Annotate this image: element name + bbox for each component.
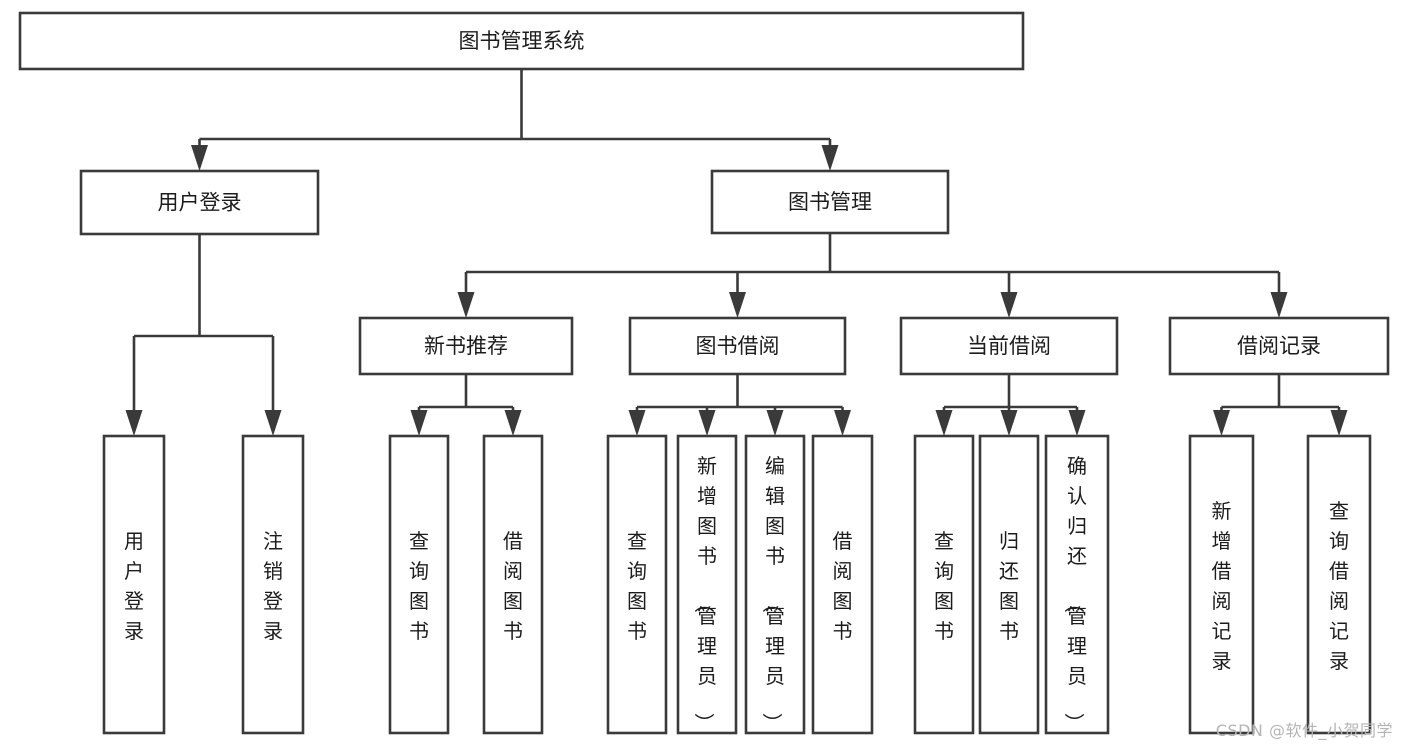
arrow-head-icon: [1000, 410, 1018, 436]
node-leaf-return-book[interactable]: 归还图书: [978, 434, 1040, 735]
node-leaf-add-record[interactable]: 新增借阅记录: [1188, 434, 1255, 735]
arrow-head-icon: [1000, 292, 1018, 318]
arrow-head-icon: [698, 410, 716, 436]
arrow-head-icon: [1270, 292, 1288, 318]
node-box[interactable]: [811, 434, 874, 735]
node-label: 确认归还（管理员）: [1062, 454, 1087, 733]
arrow-head-icon: [766, 410, 784, 436]
node-box[interactable]: [388, 434, 450, 735]
node-user-login[interactable]: 用户登录: [79, 169, 320, 236]
node-label: 新增借阅记录: [1212, 499, 1232, 673]
node-leaf-query-record[interactable]: 查询借阅记录: [1306, 434, 1372, 735]
node-new-book-rec[interactable]: 新书推荐: [358, 316, 574, 376]
arrow-head-icon: [264, 410, 282, 436]
node-label: 用户登录: [124, 529, 144, 643]
node-box[interactable]: [899, 316, 1119, 376]
node-book-manage[interactable]: 图书管理: [710, 169, 950, 235]
node-label: 注销登录: [263, 529, 283, 643]
arrow-head-icon: [821, 145, 839, 171]
node-leaf-add-book[interactable]: 新增图书（管理员）: [676, 434, 738, 735]
node-book-borrow[interactable]: 图书借阅: [628, 316, 847, 376]
node-leaf-query-book-2[interactable]: 查询图书: [606, 434, 668, 735]
arrow-head-icon: [935, 410, 953, 436]
node-root[interactable]: 图书管理系统: [18, 11, 1025, 71]
node-label: 借阅图书: [503, 529, 523, 643]
connector-group-book-manage: [457, 233, 1288, 318]
node-box[interactable]: [482, 434, 544, 735]
connector-group-current-borrow: [935, 374, 1086, 436]
connector-group-root: [191, 69, 839, 171]
node-box[interactable]: [744, 434, 806, 735]
node-leaf-logout[interactable]: 注销登录: [241, 434, 305, 735]
connector-group-new-book-rec: [410, 374, 522, 436]
node-box[interactable]: [358, 316, 574, 376]
node-leaf-query-book-1[interactable]: 查询图书: [388, 434, 450, 735]
node-leaf-borrow-book-2[interactable]: 借阅图书: [811, 434, 874, 735]
node-label: 查询图书: [627, 529, 647, 643]
node-label: 新书推荐: [424, 334, 508, 358]
arrow-head-icon: [729, 292, 746, 318]
node-box[interactable]: [241, 434, 305, 735]
node-label: 借阅记录: [1237, 334, 1321, 358]
arrow-head-icon: [125, 410, 143, 436]
node-leaf-edit-book[interactable]: 编辑图书（管理员）: [744, 434, 806, 735]
node-leaf-query-book-3[interactable]: 查询图书: [913, 434, 975, 735]
node-label: 图书管理: [788, 190, 872, 214]
node-label: 借阅图书: [833, 529, 853, 643]
node-box[interactable]: [1306, 434, 1372, 735]
node-borrow-record[interactable]: 借阅记录: [1168, 316, 1390, 376]
node-box[interactable]: [1188, 434, 1255, 735]
node-label: 用户登录: [158, 191, 242, 215]
node-label: 图书借阅: [696, 334, 780, 358]
watermark-label: CSDN @软件_小贺同学: [1215, 721, 1393, 740]
arrow-head-icon: [1213, 410, 1230, 436]
node-label: 新增图书（管理员）: [692, 454, 717, 733]
arrow-head-icon: [457, 292, 475, 318]
node-leaf-borrow-book-1[interactable]: 借阅图书: [482, 434, 544, 735]
node-box[interactable]: [79, 169, 320, 236]
arrow-head-icon: [410, 410, 428, 436]
node-box[interactable]: [978, 434, 1040, 735]
arrow-head-icon: [191, 145, 208, 171]
node-box[interactable]: [913, 434, 975, 735]
connector-group-book-borrow: [628, 374, 851, 436]
connector-group-borrow-record: [1213, 374, 1348, 436]
connector-group-user-login: [125, 234, 282, 436]
node-label: 查询图书: [409, 529, 429, 643]
node-box[interactable]: [102, 434, 166, 735]
node-label: 归还图书: [999, 529, 1019, 643]
node-box[interactable]: [710, 169, 950, 235]
node-current-borrow[interactable]: 当前借阅: [899, 316, 1119, 376]
node-box[interactable]: [606, 434, 668, 735]
arrow-head-icon: [628, 410, 646, 436]
node-box[interactable]: [18, 11, 1025, 71]
node-label: 查询图书: [934, 529, 954, 643]
arrow-head-icon: [1068, 410, 1086, 436]
node-label: 图书管理系统: [459, 29, 585, 53]
node-box[interactable]: [628, 316, 847, 376]
arrow-head-icon: [834, 410, 851, 436]
node-label: 当前借阅: [967, 334, 1051, 358]
node-label: 编辑图书（管理员）: [760, 454, 785, 733]
node-leaf-confirm-return[interactable]: 确认归还（管理员）: [1044, 434, 1110, 735]
node-box[interactable]: [1168, 316, 1390, 376]
node-box[interactable]: [1044, 434, 1110, 735]
node-box[interactable]: [676, 434, 738, 735]
arrow-head-icon: [504, 410, 522, 436]
arrow-head-icon: [1330, 410, 1348, 436]
node-label: 查询借阅记录: [1329, 499, 1349, 673]
node-leaf-user-login[interactable]: 用户登录: [102, 434, 166, 735]
